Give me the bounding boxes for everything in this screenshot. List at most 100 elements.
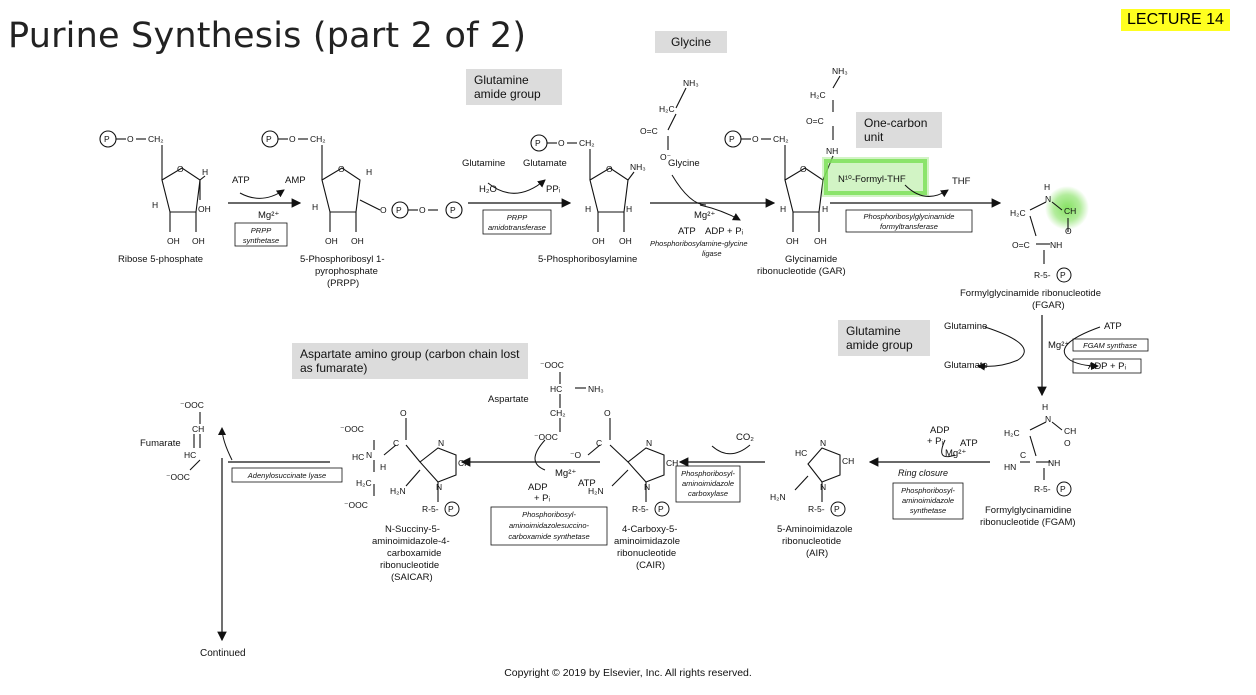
step1-amp: AMP [285, 175, 306, 186]
step8-adp: ADP [528, 482, 548, 493]
glycine-box: Glycine [655, 31, 727, 53]
prpp-label-2: pyrophosphate [315, 266, 378, 277]
svg-text:O: O [1064, 438, 1071, 448]
svg-text:O: O [289, 134, 296, 144]
svg-text:CH: CH [1064, 206, 1076, 216]
saicar-label-5: (SAICAR) [391, 572, 433, 583]
step8-pi: + Pᵢ [534, 493, 551, 504]
step3-adp-pi: ADP + Pᵢ [705, 226, 744, 237]
svg-text:O: O [800, 164, 807, 174]
svg-text:O: O [1065, 226, 1072, 236]
svg-text:NH: NH [1050, 240, 1062, 250]
svg-text:H₂N: H₂N [588, 486, 604, 496]
air-structure [794, 447, 841, 502]
gar-transformylase-line2: formyltransferase [880, 222, 938, 231]
svg-text:OH: OH [167, 236, 180, 246]
step6-pi: + Pᵢ [927, 436, 944, 447]
gar-synthetase-line1: Phosphoribosylamine-glycine [650, 239, 748, 248]
svg-text:OH: OH [814, 236, 827, 246]
ribose-5-phosphate-atoms: P O CH₂ O H H OH OH OH [104, 134, 211, 246]
step3-atp: ATP [678, 226, 696, 237]
step6-adp: ADP [930, 425, 950, 436]
svg-text:H: H [822, 204, 828, 214]
step2-glutamine: Glutamine [462, 158, 505, 169]
svg-text:P: P [396, 205, 402, 215]
prpp-synthetase-line1: PRPP [251, 226, 271, 235]
svg-text:P: P [104, 134, 110, 144]
saicar-label-3: carboxamide [387, 548, 441, 559]
gar-label-2: ribonucleotide (GAR) [757, 266, 846, 277]
svg-text:O: O [558, 138, 565, 148]
svg-text:HC: HC [352, 452, 364, 462]
fumarate-label: Fumarate [140, 438, 181, 449]
step6-atp: ATP [960, 438, 978, 449]
saicar-synthetase-line2: aminoimidazolesuccino- [509, 521, 590, 530]
step8-mg: Mg²⁺ [555, 468, 576, 479]
svg-text:O: O [752, 134, 759, 144]
saicar-label-2: aminoimidazole-4- [372, 536, 450, 547]
svg-text:⁻OOC: ⁻OOC [166, 472, 190, 482]
svg-text:NH: NH [826, 146, 838, 156]
svg-text:OH: OH [325, 236, 338, 246]
svg-text:O=C: O=C [806, 116, 824, 126]
svg-text:CH₂: CH₂ [579, 138, 595, 148]
svg-text:HC: HC [550, 384, 562, 394]
svg-text:OH: OH [351, 236, 364, 246]
step4-formyl-thf: N¹⁰-Formyl-THF [838, 174, 906, 185]
step5-glutamine: Glutamine [944, 321, 987, 332]
svg-text:CH: CH [458, 458, 470, 468]
svg-text:N: N [1045, 194, 1051, 204]
svg-text:H: H [1044, 182, 1050, 192]
svg-text:H: H [152, 200, 158, 210]
svg-text:HN: HN [1004, 462, 1016, 472]
svg-text:N: N [646, 438, 652, 448]
svg-text:H₂C: H₂C [356, 478, 372, 488]
slide-title: Purine Synthesis (part 2 of 2) [8, 16, 527, 56]
step8-aspartate: Aspartate [488, 394, 529, 405]
svg-text:CH₂: CH₂ [550, 408, 566, 418]
svg-text:N: N [438, 438, 444, 448]
svg-text:⁻OOC: ⁻OOC [534, 432, 558, 442]
svg-text:P: P [266, 134, 272, 144]
fgam-structure [1020, 421, 1063, 480]
svg-text:NH: NH [1048, 458, 1060, 468]
svg-text:N: N [820, 438, 826, 448]
step8-atp: ATP [578, 478, 596, 489]
lecture-badge: LECTURE 14 [1121, 9, 1230, 31]
air-carboxylase-line1: Phosphoribosyl- [681, 469, 735, 478]
svg-text:N: N [644, 482, 650, 492]
svg-text:CH: CH [842, 456, 854, 466]
svg-text:O: O [127, 134, 134, 144]
svg-text:H₂N: H₂N [390, 486, 406, 496]
fgar-label-2: (FGAR) [1032, 300, 1065, 311]
svg-text:CH₂: CH₂ [773, 134, 789, 144]
cair-label-1: 4-Carboxy-5- [622, 524, 677, 535]
svg-text:H: H [380, 462, 386, 472]
step5-glutamate: Glutamate [944, 360, 988, 371]
svg-text:P: P [729, 134, 735, 144]
svg-text:H₂C: H₂C [1004, 428, 1020, 438]
svg-text:H₂N: H₂N [770, 492, 786, 502]
one-carbon-box: One-carbon unit [856, 112, 942, 148]
svg-text:H: H [312, 202, 318, 212]
ribose-5-phosphate-structure [99, 130, 206, 232]
air-carboxylase-line3: carboxylase [688, 489, 728, 498]
continued-label: Continued [200, 648, 246, 659]
cair-label-4: (CAIR) [636, 560, 665, 571]
svg-text:CH: CH [192, 424, 204, 434]
step7-co2: CO₂ [736, 432, 754, 443]
cair-label-3: ribonucleotide [617, 548, 676, 559]
svg-text:R-5-: R-5- [808, 504, 825, 514]
step2-ppi: PPᵢ [546, 184, 561, 195]
svg-text:⁻OOC: ⁻OOC [344, 500, 368, 510]
amidotransferase-line1: PRPP [507, 213, 527, 222]
svg-text:H: H [626, 204, 632, 214]
svg-text:⁻OOC: ⁻OOC [180, 400, 204, 410]
svg-text:HC: HC [795, 448, 807, 458]
svg-text:O: O [606, 164, 613, 174]
prpp-structure [261, 130, 463, 232]
fgam-synthase: FGAM synthase [1083, 341, 1137, 350]
step5-atp: ATP [1104, 321, 1122, 332]
gar-label-1: Glycinamide [785, 254, 837, 265]
svg-text:H: H [366, 167, 372, 177]
